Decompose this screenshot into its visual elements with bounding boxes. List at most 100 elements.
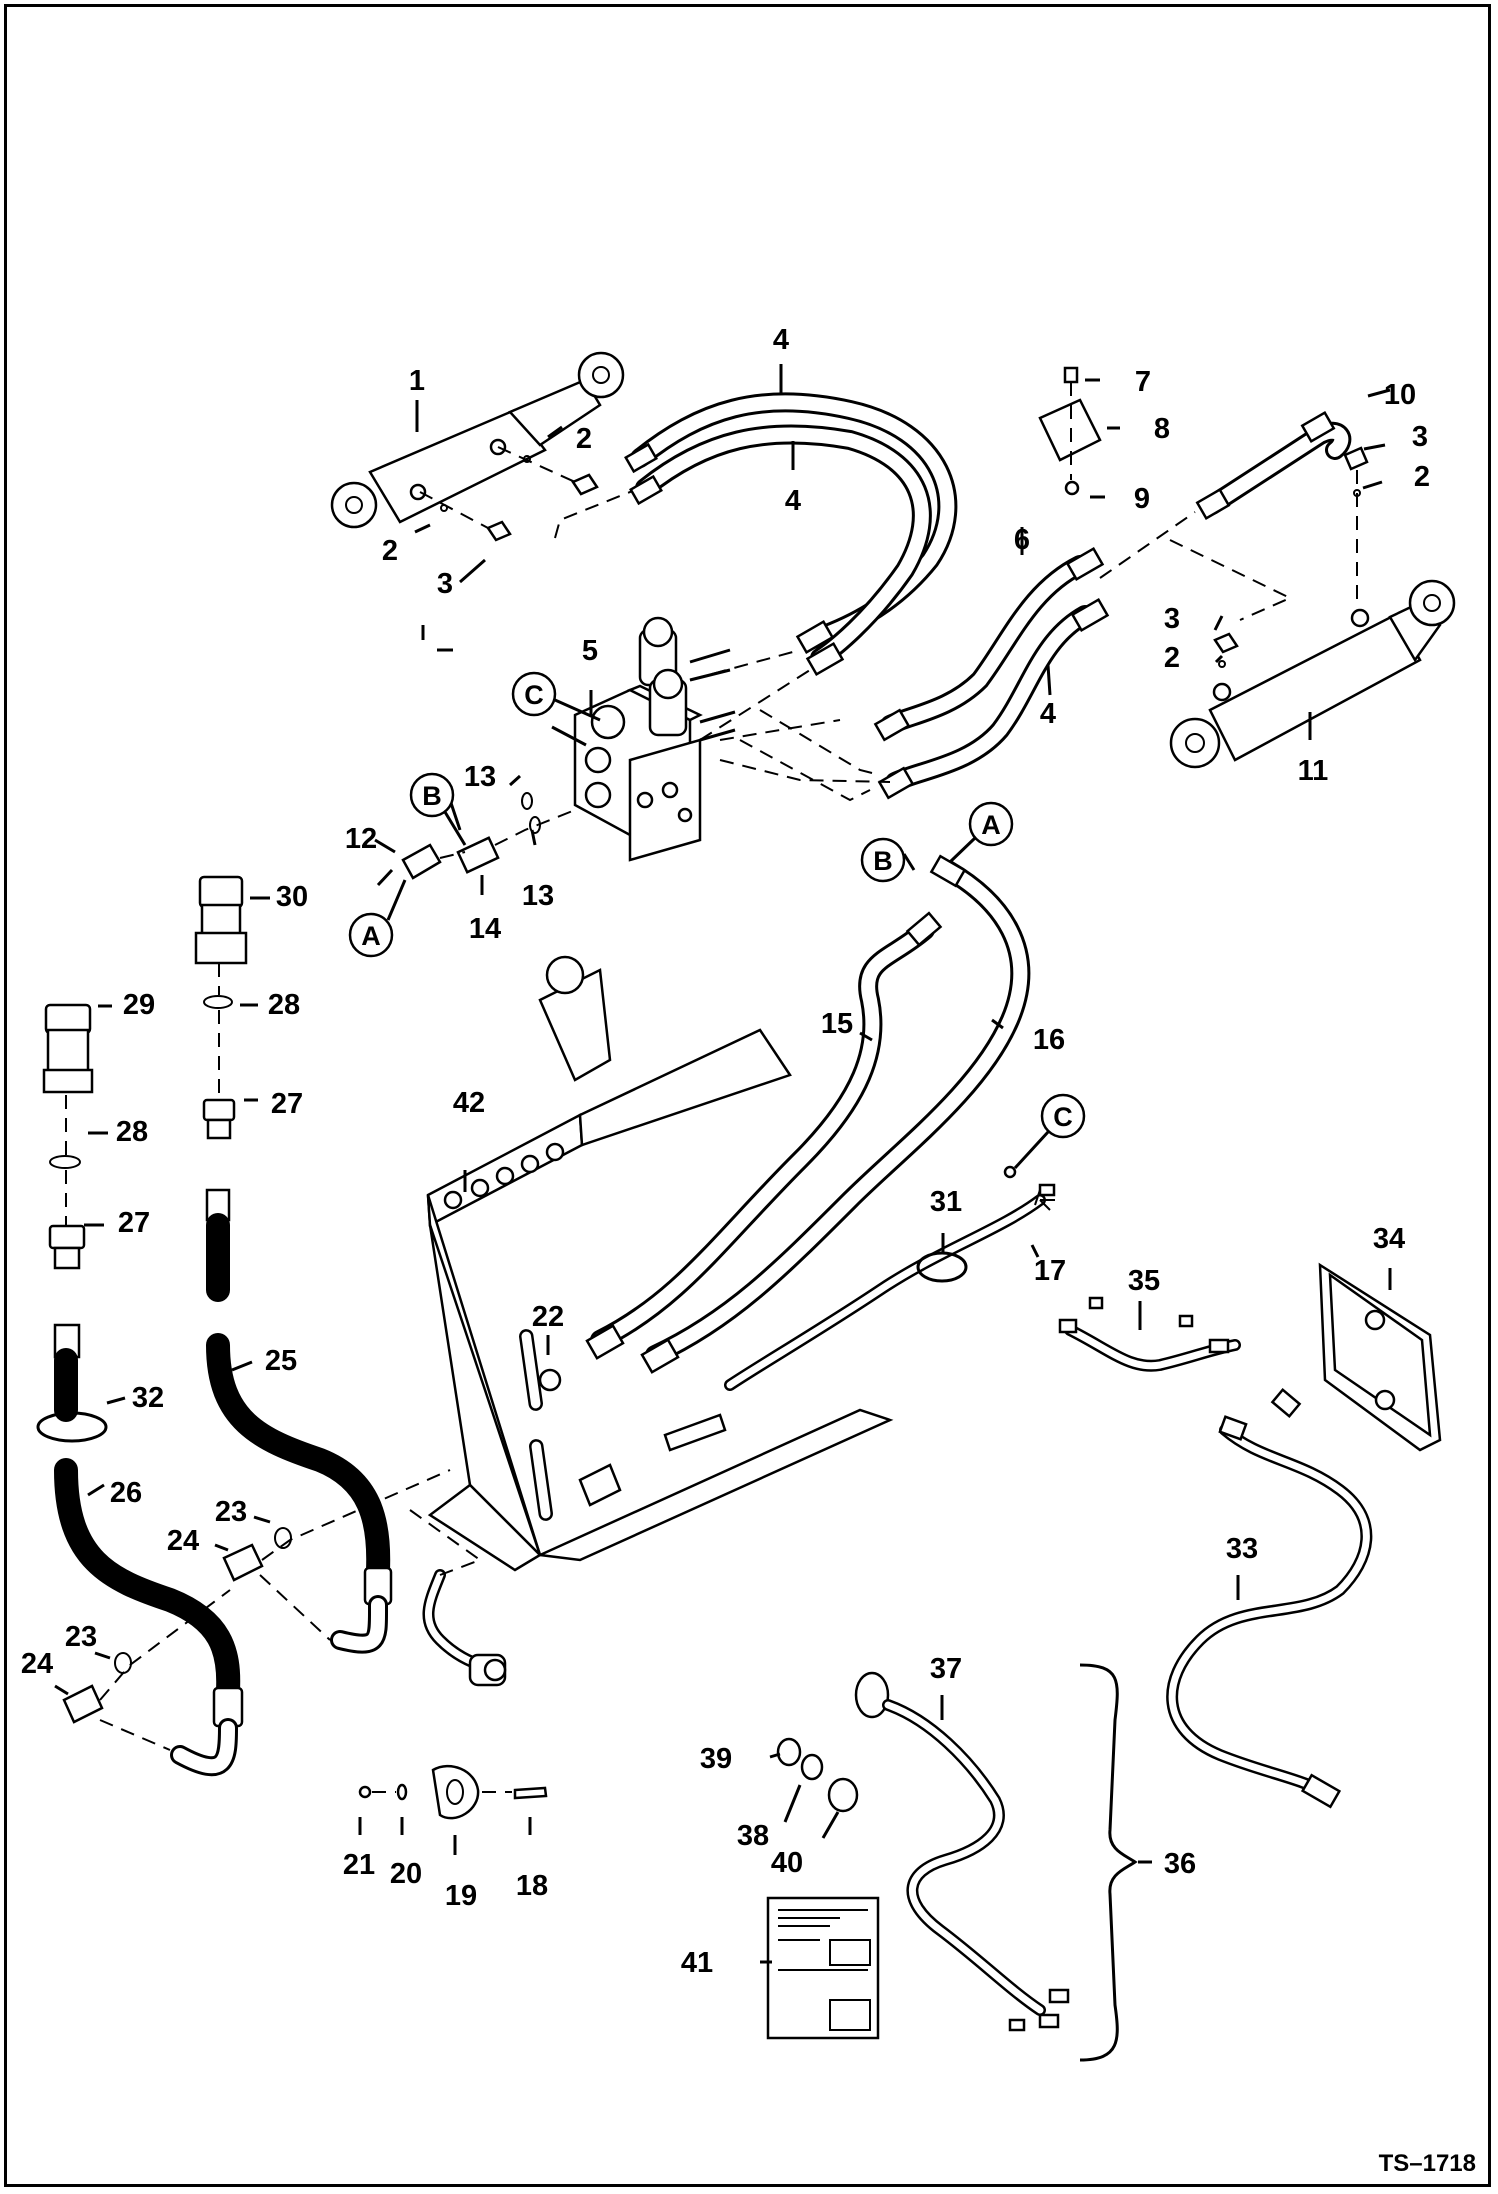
callout-30: 30 bbox=[276, 881, 308, 913]
tube-line-10 bbox=[1195, 410, 1352, 521]
nut-21 bbox=[358, 1785, 372, 1799]
callout-24: 24 bbox=[167, 1525, 199, 1557]
hydraulic-cylinder-11 bbox=[1169, 579, 1456, 769]
callout-9: 9 bbox=[1134, 483, 1150, 515]
coupler-29 bbox=[42, 1003, 94, 1094]
nut-39 bbox=[776, 1737, 802, 1767]
callout-22: 22 bbox=[532, 1301, 564, 1333]
callout-26: 26 bbox=[110, 1477, 142, 1509]
hose-26 bbox=[53, 1323, 244, 1728]
adapter-fitting-14 bbox=[456, 836, 500, 874]
callout-41: 41 bbox=[681, 1947, 713, 1979]
callout-42: 42 bbox=[453, 1087, 485, 1119]
oring-23-upper bbox=[274, 1527, 292, 1549]
callout-7: 7 bbox=[1135, 366, 1151, 398]
callout-2: 2 bbox=[1164, 642, 1180, 674]
ref-marker-B-left: B bbox=[409, 772, 467, 846]
callout-6: 6 bbox=[1014, 524, 1030, 556]
callout-19: 19 bbox=[445, 1880, 477, 1912]
ref-marker-label: B bbox=[873, 846, 893, 876]
ref-marker-B-right: B bbox=[860, 837, 906, 883]
oring-28-left bbox=[49, 1155, 81, 1169]
washer-20 bbox=[396, 1783, 408, 1801]
callout-16: 16 bbox=[1033, 1024, 1065, 1056]
callout-15: 15 bbox=[821, 1008, 853, 1040]
wire-harness-35 bbox=[1058, 1296, 1241, 1372]
callout-3: 3 bbox=[1412, 421, 1428, 453]
callout-39: 39 bbox=[700, 1743, 732, 1775]
callout-28: 28 bbox=[116, 1116, 148, 1148]
hose-4-loop bbox=[630, 392, 958, 668]
callout-23: 23 bbox=[65, 1621, 97, 1653]
callout-27: 27 bbox=[118, 1207, 150, 1239]
callout-2: 2 bbox=[576, 423, 592, 455]
oring-2d bbox=[1218, 660, 1226, 668]
washer-38 bbox=[800, 1753, 824, 1781]
capscrew-7 bbox=[1063, 366, 1079, 384]
adapter-27-right bbox=[202, 1098, 236, 1140]
ref-marker-label: A bbox=[361, 921, 381, 951]
elbow-fitting-3c bbox=[1343, 446, 1369, 471]
mounting-plate-34 bbox=[1318, 1262, 1442, 1452]
callout-37: 37 bbox=[930, 1653, 962, 1685]
adapter-27-left bbox=[48, 1224, 86, 1270]
wire-harness-17 bbox=[724, 1165, 1056, 1391]
callout-13: 13 bbox=[522, 880, 554, 912]
callout-13: 13 bbox=[464, 761, 496, 793]
ref-marker-label: B bbox=[422, 781, 442, 811]
callout-40: 40 bbox=[771, 1847, 803, 1879]
kit-bracket-36 bbox=[1079, 1663, 1138, 2062]
callout-34: 34 bbox=[1373, 1223, 1405, 1255]
callout-17: 17 bbox=[1034, 1255, 1066, 1287]
oring-13a bbox=[521, 792, 533, 810]
elbow-fitting-12 bbox=[401, 843, 442, 880]
nut-9 bbox=[1064, 480, 1080, 496]
ref-marker-A-left: A bbox=[348, 879, 407, 958]
drawing-frame bbox=[4, 4, 1491, 2187]
hose-6-and-4 bbox=[880, 555, 1095, 792]
ref-marker-label: A bbox=[981, 810, 1001, 840]
hose-fitting bbox=[805, 641, 845, 677]
cable-tie-32 bbox=[36, 1411, 108, 1443]
ref-marker-label: C bbox=[524, 680, 544, 710]
callout-23: 23 bbox=[215, 1496, 247, 1528]
callout-5: 5 bbox=[582, 635, 598, 667]
callout-28: 28 bbox=[268, 989, 300, 1021]
clamp-19 bbox=[431, 1764, 480, 1820]
ref-marker-label: C bbox=[1053, 1102, 1073, 1132]
elbow-fitting-24-lower bbox=[62, 1684, 104, 1724]
hose-fitting bbox=[795, 619, 835, 655]
ref-marker-C-top: C bbox=[511, 671, 601, 722]
hose-fitting bbox=[624, 442, 658, 474]
callout-3: 3 bbox=[1164, 603, 1180, 635]
drawing-number: TS–1718 bbox=[1378, 2150, 1476, 2177]
bolt-18 bbox=[513, 1786, 548, 1800]
callout-12: 12 bbox=[345, 823, 377, 855]
callout-29: 29 bbox=[123, 989, 155, 1021]
callout-14: 14 bbox=[469, 913, 501, 945]
callout-36: 36 bbox=[1164, 1848, 1196, 1880]
hose-fitting bbox=[873, 708, 911, 742]
elbow-fitting-3a bbox=[486, 520, 512, 542]
wire-harness-37 bbox=[854, 1671, 1070, 2032]
wire-harness-33 bbox=[1166, 1388, 1373, 1809]
hose-fitting bbox=[1065, 546, 1105, 582]
elbow-fitting-3d bbox=[1213, 632, 1239, 654]
hydraulic-cylinder-1 bbox=[330, 351, 625, 529]
hose-fitting bbox=[877, 766, 915, 800]
ref-marker-A-right: A bbox=[948, 801, 1014, 864]
hose-25 bbox=[205, 1188, 393, 1606]
callout-4: 4 bbox=[773, 324, 789, 356]
callout-3: 3 bbox=[437, 568, 453, 600]
hoses-15-16 bbox=[585, 854, 1031, 1374]
callout-24: 24 bbox=[21, 1648, 53, 1680]
callout-32: 32 bbox=[132, 1382, 164, 1414]
valve-block-5 bbox=[573, 616, 736, 862]
callout-4: 4 bbox=[1040, 698, 1056, 730]
electrical-connector bbox=[422, 1569, 507, 1687]
callout-33: 33 bbox=[1226, 1533, 1258, 1565]
oring-28-right bbox=[203, 995, 233, 1009]
callout-35: 35 bbox=[1128, 1265, 1160, 1297]
grommet-40 bbox=[827, 1777, 859, 1813]
callout-11: 11 bbox=[1298, 755, 1329, 787]
